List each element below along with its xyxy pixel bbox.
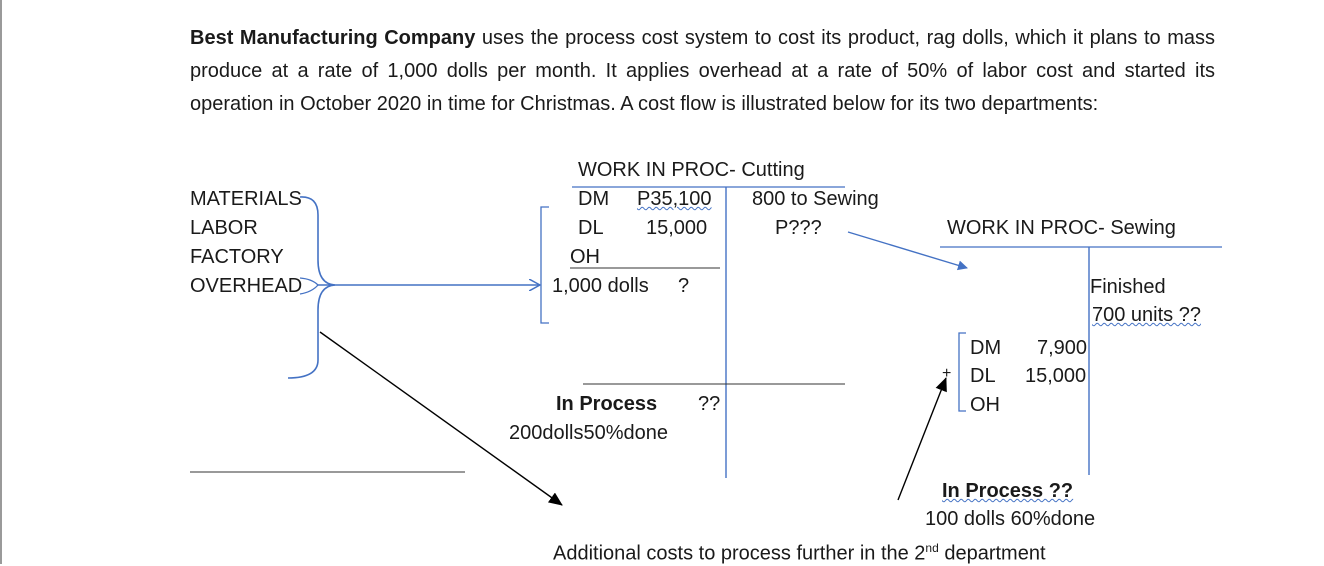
- sewing-finished-units: 700 units ??: [1092, 304, 1201, 326]
- cutting-to-sewing-arrow: [847, 231, 968, 271]
- black-arrow-diagonal: [319, 331, 563, 506]
- cutting-in-process-label: In Process: [556, 393, 658, 415]
- sewing-bracket: [958, 332, 966, 412]
- cutting-dm-label: DM: [578, 188, 610, 210]
- sewing-dm-label: DM: [970, 337, 1002, 359]
- problem-text: uses the process cost system to cost its…: [190, 27, 1215, 115]
- footer-text-before: Additional costs to process further in t…: [553, 542, 926, 565]
- sewing-in-process-detail: 100 dolls 60%done: [925, 508, 1096, 530]
- cutting-oh-label: OH: [570, 246, 600, 268]
- input-factory: FACTORY: [190, 246, 284, 268]
- cutting-dolls-q: ?: [678, 275, 690, 297]
- sewing-oh-label: OH: [970, 394, 1000, 416]
- company-name: Best Manufacturing Company: [190, 27, 476, 49]
- input-materials: MATERIALS: [190, 188, 302, 210]
- left-border: [0, 0, 2, 564]
- footer-text-after: department: [938, 542, 1046, 565]
- cutting-dolls: 1,000 dolls: [552, 275, 649, 297]
- cutting-title: WORK IN PROC- Cutting: [578, 159, 805, 181]
- input-overhead: OVERHEAD: [190, 275, 303, 297]
- sewing-dm-value: 7,900: [1037, 337, 1088, 359]
- cutting-to-sewing-cost: P???: [775, 217, 822, 239]
- cutting-in-process-q: ??: [698, 393, 721, 415]
- cutting-bracket: [540, 206, 549, 324]
- cutting-to-sewing: 800 to Sewing: [752, 188, 879, 210]
- cutting-dl-value: 15,000: [646, 217, 708, 239]
- footer-note: Additional costs to process further in t…: [553, 536, 1046, 566]
- sewing-title: WORK IN PROC- Sewing: [947, 217, 1176, 239]
- footer-sup: nd: [925, 541, 939, 555]
- overhead-small-brace: [299, 277, 319, 295]
- black-arrow-up: [897, 377, 947, 501]
- sewing-in-process-label: In Process ??: [942, 480, 1074, 502]
- sewing-finished-label: Finished: [1090, 276, 1166, 298]
- problem-paragraph: Best Manufacturing Company uses the proc…: [190, 22, 1215, 121]
- sewing-plus: +: [942, 365, 952, 382]
- cutting-in-process-detail: 200dolls50%done: [509, 422, 669, 444]
- cutting-dm-value: P35,100: [637, 188, 712, 210]
- sewing-dl-value: 15,000: [1025, 365, 1087, 387]
- sewing-dl-label: DL: [970, 365, 996, 387]
- cutting-dl-label: DL: [578, 217, 604, 239]
- input-labor: LABOR: [190, 217, 258, 239]
